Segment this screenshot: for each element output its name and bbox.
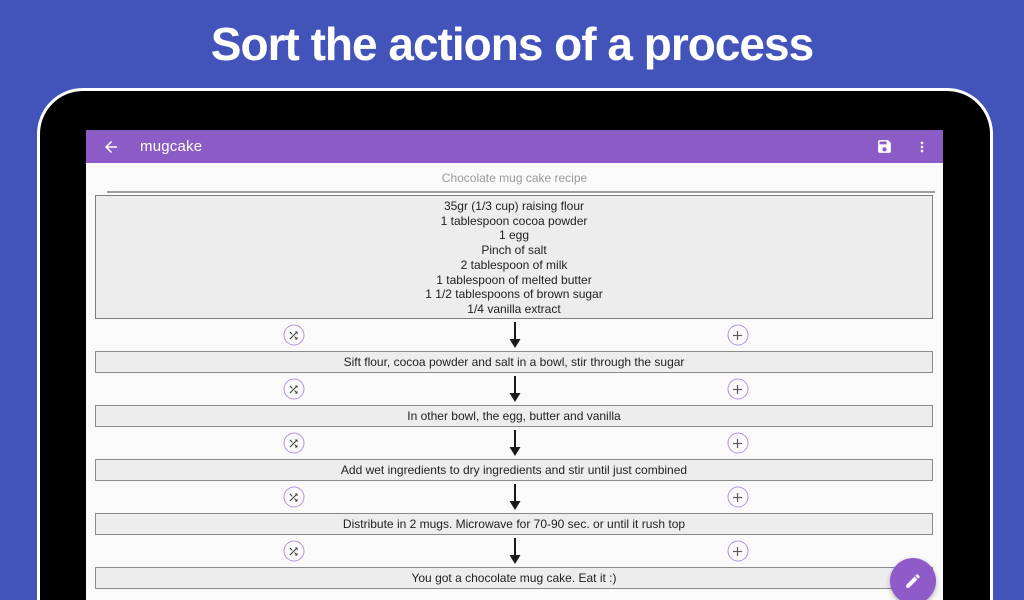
back-arrow-icon[interactable] <box>102 138 120 156</box>
ingredient-line: Pinch of salt <box>481 243 547 258</box>
shuffle-icon[interactable] <box>283 486 304 508</box>
down-arrow-icon <box>508 375 522 403</box>
step-controls-row <box>86 427 943 459</box>
step-controls-row <box>86 319 943 351</box>
step-controls-row <box>86 373 943 405</box>
ingredient-line: 1 egg <box>498 228 530 243</box>
ingredient-line: 1/4 vanilla extract <box>467 301 561 316</box>
plus-icon[interactable] <box>727 486 748 508</box>
overflow-menu-icon[interactable] <box>914 138 930 156</box>
recipe-title: Chocolate mug cake recipe <box>441 171 588 185</box>
heading-divider <box>107 191 935 193</box>
step-box[interactable]: In other bowl, the egg, butter and vanil… <box>95 405 933 427</box>
step-box[interactable]: Add wet ingredients to dry ingredients a… <box>95 459 933 481</box>
plus-icon[interactable] <box>727 324 748 346</box>
shuffle-icon[interactable] <box>283 324 304 346</box>
shuffle-icon[interactable] <box>283 432 304 454</box>
ingredient-line: 1 tablespoon cocoa powder <box>440 213 588 228</box>
app-toolbar: mugcake <box>86 130 943 163</box>
steps-list: Sift flour, cocoa powder and salt in a b… <box>86 319 943 589</box>
ingredient-line: 2 tablespoon of milk <box>460 257 568 272</box>
step-controls-row <box>86 535 943 567</box>
plus-icon[interactable] <box>727 540 748 562</box>
ingredient-line: 1 tablespoon of melted butter <box>436 272 592 287</box>
save-icon[interactable] <box>876 138 893 155</box>
step-box[interactable]: Distribute in 2 mugs. Microwave for 70-9… <box>95 513 933 535</box>
plus-icon[interactable] <box>727 432 748 454</box>
edit-pencil-icon <box>906 574 920 588</box>
tablet-frame: mugcake Chocolate mug cake recipe 35gr (… <box>37 88 993 600</box>
down-arrow-icon <box>508 483 522 511</box>
plus-icon[interactable] <box>727 378 748 400</box>
banner-title: Sort the actions of a process <box>210 18 814 70</box>
edit-fab[interactable] <box>890 558 936 600</box>
step-box[interactable]: Sift flour, cocoa powder and salt in a b… <box>95 351 933 373</box>
step-controls-row <box>86 481 943 513</box>
shuffle-icon[interactable] <box>283 540 304 562</box>
toolbar-title: mugcake <box>140 138 203 155</box>
ingredient-line: 1 1/2 tablespoons of brown sugar <box>425 287 603 302</box>
down-arrow-icon <box>508 429 522 457</box>
shuffle-icon[interactable] <box>283 378 304 400</box>
app-screen: mugcake Chocolate mug cake recipe 35gr (… <box>86 130 943 600</box>
step-box[interactable]: You got a chocolate mug cake. Eat it :) <box>95 567 933 589</box>
down-arrow-icon <box>508 321 522 349</box>
ingredient-line: 35gr (1/3 cup) raising flour <box>443 199 585 213</box>
down-arrow-icon <box>508 537 522 565</box>
